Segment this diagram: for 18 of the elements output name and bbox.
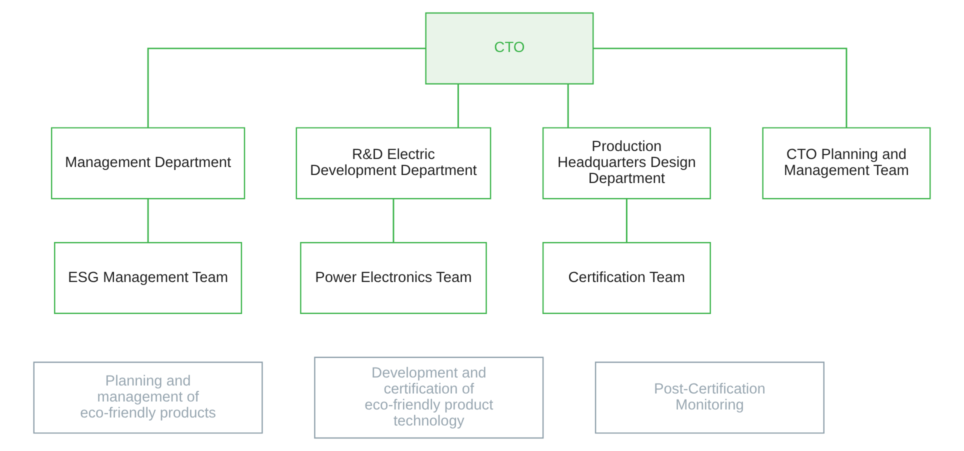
node-box: CTO Planning and Management Team bbox=[762, 127, 931, 200]
connector bbox=[457, 84, 459, 128]
node-box: ESG Management Team bbox=[54, 242, 242, 314]
node-box: Management Department bbox=[50, 127, 246, 200]
node-box: Planning and management of eco-friendly products bbox=[33, 362, 263, 434]
connector bbox=[147, 48, 426, 128]
node-box: Certification Team bbox=[542, 242, 711, 314]
node-box: Power Electronics Team bbox=[300, 242, 487, 314]
node-box: Development and certification of eco-friendly product technology bbox=[314, 356, 544, 439]
node-box: Production Headquarters Design Department bbox=[542, 127, 711, 200]
connector bbox=[147, 198, 149, 242]
node-box: CTO bbox=[425, 12, 594, 84]
connector bbox=[593, 48, 848, 128]
connector bbox=[626, 198, 628, 242]
node-box: R&D Electric Development Department bbox=[296, 127, 492, 200]
connector bbox=[567, 84, 569, 128]
node-box: Post-Certification Monitoring bbox=[594, 362, 824, 434]
connector bbox=[392, 198, 394, 242]
